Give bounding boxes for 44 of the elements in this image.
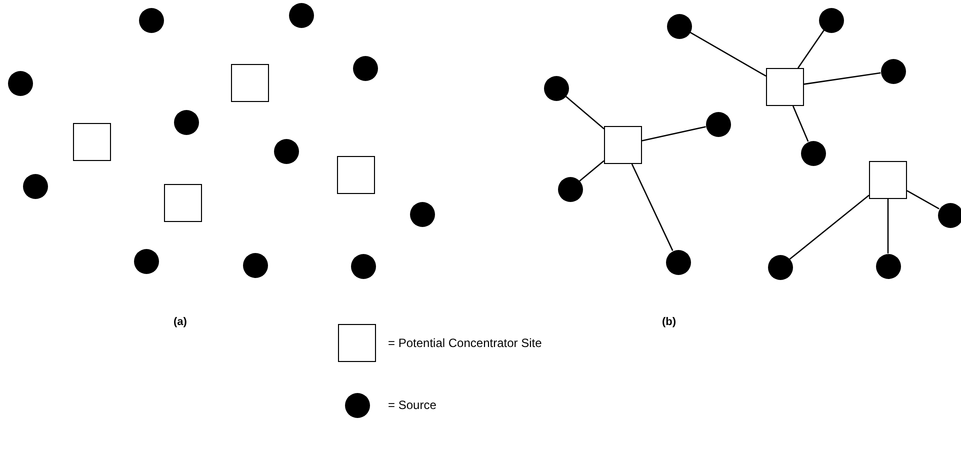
source-dot [880, 58, 906, 84]
connector-line [631, 164, 674, 251]
source-dot [938, 202, 961, 228]
source-dot [138, 8, 164, 32]
source-dot [706, 112, 730, 136]
connector-line [804, 72, 881, 85]
source-dot [22, 174, 48, 198]
panel-label: (a) [174, 316, 187, 328]
source-dot [242, 252, 268, 278]
source-dot [800, 140, 826, 166]
source-dot [768, 254, 792, 280]
source-dot [174, 110, 198, 134]
site-square [869, 161, 907, 199]
source-dot [8, 70, 32, 96]
connector-line [887, 199, 889, 254]
source-dot [350, 254, 376, 278]
connector-line [798, 30, 824, 68]
source-dot [666, 250, 690, 274]
legend-text: = Source [388, 398, 436, 412]
site-square [164, 184, 202, 222]
connector-line [906, 190, 940, 210]
site-square [337, 156, 375, 194]
source-dot [876, 254, 900, 278]
source-dot [410, 202, 434, 226]
connector-line [792, 106, 809, 142]
connector-line [565, 96, 604, 130]
connector-line [690, 32, 766, 77]
source-dot [818, 8, 844, 32]
source-dot [666, 14, 692, 38]
source-dot [558, 176, 582, 202]
connector-line [579, 160, 604, 182]
source-dot [288, 2, 314, 28]
source-dot [274, 138, 298, 164]
source-dot [544, 76, 568, 100]
connector-line [642, 126, 706, 142]
legend-text: = Potential Concentrator Site [388, 336, 542, 350]
site-square [231, 64, 269, 102]
source-dot [352, 56, 378, 80]
panel-label: (b) [662, 316, 676, 328]
connector-line [789, 194, 870, 260]
site-square [604, 126, 642, 164]
source-dot [134, 248, 158, 274]
site-square [766, 68, 804, 106]
site-square [73, 123, 111, 161]
